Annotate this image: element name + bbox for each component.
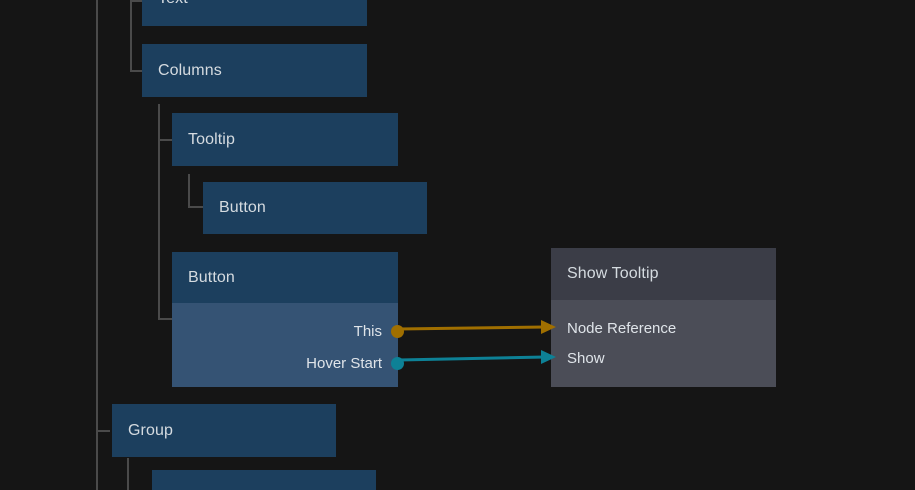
output-port-hover-start[interactable]: Hover Start: [172, 353, 404, 373]
node-show-tooltip-title: Show Tooltip: [551, 248, 776, 300]
node-group[interactable]: Group: [112, 404, 336, 457]
node-group-title: Group: [112, 404, 336, 457]
node-button-ports-title: Button: [172, 252, 398, 303]
output-port-this-label: This: [353, 322, 382, 340]
node-bottom-clipped-title: [152, 470, 376, 490]
tree-line-tick-tooltip: [158, 139, 172, 141]
tree-line-tick-button: [158, 318, 172, 320]
input-port-node-reference-label: Node Reference: [567, 319, 677, 337]
tree-line-branch-level1: [130, 0, 132, 72]
output-port-hover-start-label: Hover Start: [306, 354, 382, 372]
node-bottom-clipped[interactable]: [152, 470, 376, 490]
node-text-title: Text: [142, 0, 367, 26]
node-button-nested-title: Button: [203, 182, 427, 234]
tree-line-tick-text: [130, 0, 142, 2]
tree-line-tick-group: [96, 430, 110, 432]
node-show-tooltip[interactable]: Show Tooltip Node Reference Show: [551, 248, 776, 387]
node-button-nested[interactable]: Button: [203, 182, 427, 234]
node-text[interactable]: Text: [142, 0, 367, 26]
input-port-show-label: Show: [567, 349, 605, 367]
output-port-hover-start-dot[interactable]: [391, 356, 404, 370]
input-port-node-reference[interactable]: Node Reference: [551, 318, 792, 338]
node-columns[interactable]: Columns: [142, 44, 367, 97]
tree-line-branch-group: [127, 458, 129, 490]
tree-line-root-vertical: [96, 0, 98, 490]
output-port-this[interactable]: This: [172, 321, 404, 341]
tree-line-branch-level2: [158, 104, 160, 320]
tree-line-tick-button-nested: [188, 206, 203, 208]
input-port-show[interactable]: Show: [551, 348, 792, 368]
tree-line-tick-columns: [130, 70, 143, 72]
node-button-ports[interactable]: Button This Hover Start: [172, 252, 404, 387]
node-show-tooltip-body: Node Reference Show: [551, 300, 776, 387]
tree-line-branch-level3: [188, 174, 190, 208]
node-columns-title: Columns: [142, 44, 367, 97]
output-port-this-dot[interactable]: [391, 324, 404, 338]
wire-hover-start-to-show: [398, 355, 546, 362]
wire-this-to-node-reference: [398, 325, 546, 331]
node-tooltip-title: Tooltip: [172, 113, 398, 166]
node-tooltip[interactable]: Tooltip: [172, 113, 398, 166]
node-button-ports-body: This Hover Start: [172, 303, 404, 387]
